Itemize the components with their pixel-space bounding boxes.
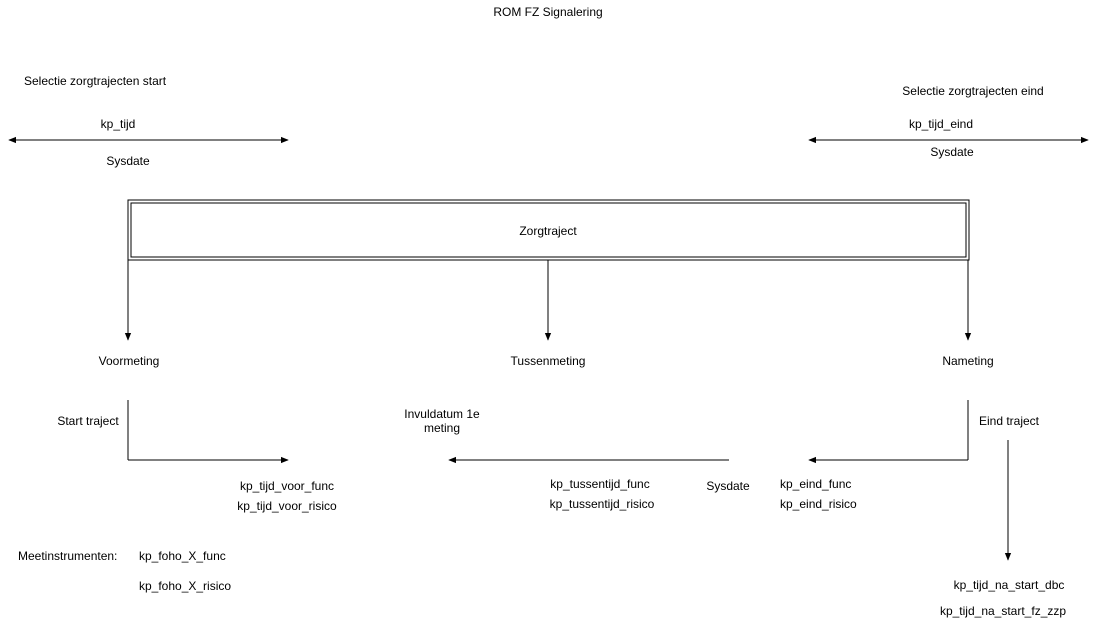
nameting-label: Nameting — [942, 354, 994, 368]
eind-traject-label: Eind traject — [978, 414, 1040, 428]
start-traject-label: Start traject — [57, 414, 119, 428]
na-start-dbc-label: kp_tijd_na_start_dbc — [953, 578, 1065, 592]
na-start-fz-zzp-label: kp_tijd_na_start_fz_zzp — [939, 604, 1067, 618]
meetinstrument-risico: kp_foho_X_risico — [139, 579, 232, 593]
zorgtraject-label: Zorgtraject — [519, 224, 577, 238]
invuldatum-label: Invuldatum 1e meting — [404, 407, 480, 435]
selection-end-label: Selectie zorgtrajecten eind — [902, 84, 1044, 98]
selection-end-lower: Sysdate — [930, 145, 974, 159]
selection-start-upper: kp_tijd — [100, 117, 136, 131]
tussen-func-label: kp_tussentijd_func — [550, 477, 650, 491]
meetinstrumenten-label: Meetinstrumenten: — [18, 549, 118, 563]
diagram-title: ROM FZ Signalering — [493, 5, 603, 19]
selection-end-upper: kp_tijd_eind — [908, 117, 974, 131]
eind-risico-label: kp_eind_risico — [780, 497, 857, 511]
sysdate-middle-label: Sysdate — [706, 479, 750, 493]
voor-risico-label: kp_tijd_voor_risico — [237, 499, 337, 513]
tussen-risico-label: kp_tussentijd_risico — [549, 497, 655, 511]
selection-start-lower: Sysdate — [106, 154, 150, 168]
tussenmeting-label: Tussenmeting — [510, 354, 586, 368]
voor-func-label: kp_tijd_voor_func — [239, 479, 335, 493]
meetinstrument-func: kp_foho_X_func — [139, 549, 226, 563]
voormeting-label: Voormeting — [98, 354, 160, 368]
selection-start-label: Selectie zorgtrajecten start — [24, 74, 167, 88]
eind-func-label: kp_eind_func — [780, 477, 852, 491]
